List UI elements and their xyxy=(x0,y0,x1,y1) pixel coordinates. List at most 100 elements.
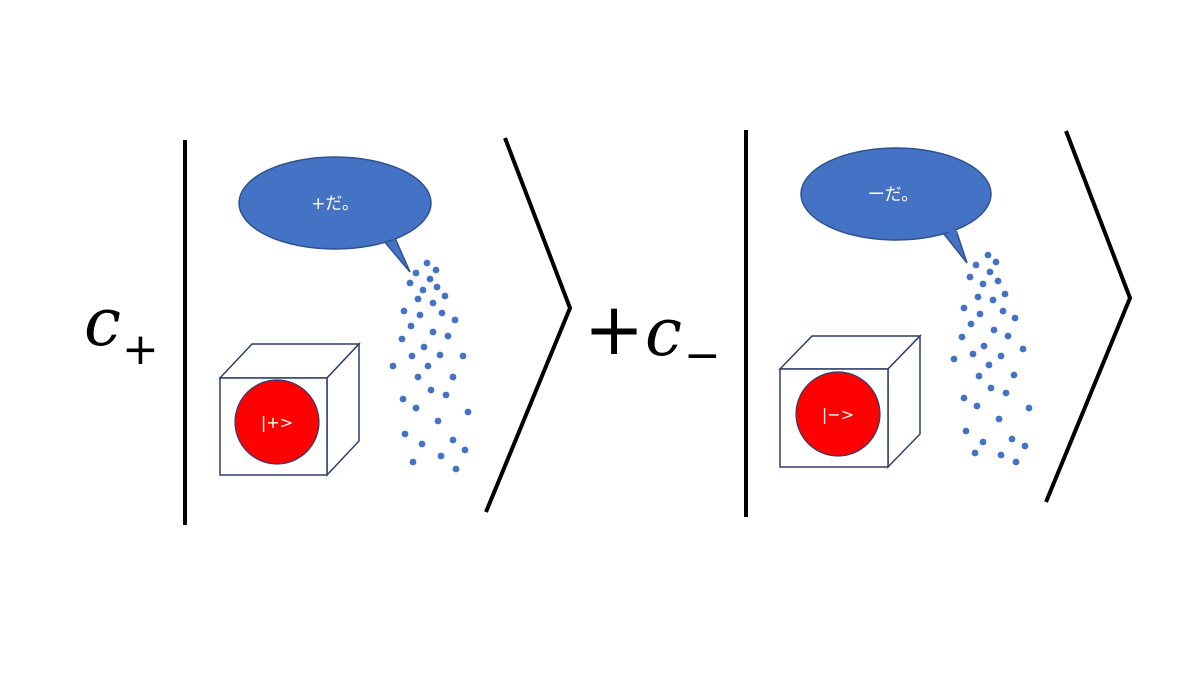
ket-bracket-right-1 xyxy=(484,137,573,513)
particle-dot xyxy=(423,259,431,267)
particle-dot xyxy=(416,311,424,319)
particle-dot xyxy=(427,386,435,394)
particle-dot xyxy=(401,430,409,438)
particle-dot xyxy=(960,394,968,402)
particle-dot xyxy=(994,277,1002,285)
particle-dot xyxy=(979,438,987,446)
particle-dot xyxy=(1008,435,1016,443)
particle-dot xyxy=(960,304,968,312)
ket-bracket-right-2 xyxy=(1044,130,1133,503)
speech-bubble-icon: +だ。 xyxy=(238,156,432,273)
coefficient-c-plus: c xyxy=(84,284,121,361)
particle-dot xyxy=(444,332,452,340)
cube-box-icon: |+> xyxy=(218,342,361,477)
particle-spray-icon xyxy=(389,259,472,473)
particle-dot xyxy=(408,352,416,360)
particle-dot xyxy=(449,373,457,381)
coefficient-c-minus: c xyxy=(645,294,682,371)
speech-bubble-icon: ーだ。 xyxy=(800,147,992,264)
term-plus: c + +だ。 |+> xyxy=(84,137,573,525)
particle-dot xyxy=(1011,314,1019,322)
particle-dot xyxy=(412,269,420,277)
particle-dot xyxy=(1021,442,1029,450)
particle-dot xyxy=(962,427,970,435)
bubble-text-minus: ーだ。 xyxy=(868,185,919,205)
particle-dot xyxy=(1004,332,1012,340)
particle-dot xyxy=(975,372,983,380)
term-minus: c − ーだ。 |−> xyxy=(645,130,1133,517)
particle-dot xyxy=(459,352,467,360)
particle-dot xyxy=(969,350,977,358)
particle-dot xyxy=(950,355,958,363)
particle-dot xyxy=(400,307,408,315)
particle-dot xyxy=(419,286,427,294)
particle-dot xyxy=(406,279,414,287)
particle-dot xyxy=(461,446,469,454)
particle-dot xyxy=(432,266,440,274)
particle-dot xyxy=(412,404,420,412)
particle-dot xyxy=(441,292,449,300)
particle-dot xyxy=(967,320,975,328)
particle-dot xyxy=(464,408,472,416)
particle-dot xyxy=(420,343,428,351)
bubble-text-plus: +だ。 xyxy=(311,194,359,214)
particle-dot xyxy=(436,351,444,359)
particle-dot xyxy=(1019,345,1027,353)
particle-dot xyxy=(398,335,406,343)
particle-dot xyxy=(974,293,982,301)
particle-dot xyxy=(976,310,984,318)
coefficient-subscript-minus: − xyxy=(684,330,721,381)
particle-dot xyxy=(997,451,1005,459)
cube-box-icon: |−> xyxy=(778,334,922,469)
particle-dot xyxy=(449,436,457,444)
particle-dot xyxy=(1001,290,1009,298)
particle-dot xyxy=(451,316,459,324)
particle-dot xyxy=(986,268,994,276)
particle-dot xyxy=(971,449,979,457)
particle-dot xyxy=(979,280,987,288)
particle-dot xyxy=(989,296,997,304)
particle-dot xyxy=(997,352,1005,360)
particle-dot xyxy=(966,273,974,281)
particle-dot xyxy=(433,283,441,291)
particle-dot xyxy=(389,362,397,370)
particle-dot xyxy=(990,326,998,334)
particle-dot xyxy=(409,458,417,466)
particle-dot xyxy=(414,295,422,303)
red-ball xyxy=(795,371,881,457)
particle-dot xyxy=(399,395,407,403)
particle-dot xyxy=(1002,389,1010,397)
particle-dot xyxy=(426,275,434,283)
particle-dot xyxy=(407,322,415,330)
particle-dot xyxy=(999,307,1007,315)
particle-dot xyxy=(429,328,437,336)
ball-label-plus: |+> xyxy=(261,413,293,432)
particle-dot xyxy=(437,452,445,460)
particle-spray-icon xyxy=(950,251,1033,466)
particle-dot xyxy=(438,309,446,317)
particle-dot xyxy=(984,251,992,259)
coefficient-subscript-plus: + xyxy=(122,324,159,375)
particle-dot xyxy=(452,465,460,473)
red-ball xyxy=(234,379,320,465)
particle-dot xyxy=(418,440,426,448)
particle-dot xyxy=(424,362,432,370)
particle-dot xyxy=(1010,371,1018,379)
particle-dot xyxy=(980,342,988,350)
particle-dot xyxy=(429,299,437,307)
particle-dot xyxy=(992,258,1000,266)
ball-label-minus: |−> xyxy=(822,405,854,424)
particle-dot xyxy=(1025,404,1033,412)
particle-dot xyxy=(987,384,995,392)
particle-dot xyxy=(414,373,422,381)
particle-dot xyxy=(958,333,966,341)
particle-dot xyxy=(985,361,993,369)
particle-dot xyxy=(972,261,980,269)
particle-dot xyxy=(434,417,442,425)
plus-operator: + xyxy=(584,287,644,371)
particle-dot xyxy=(973,402,981,410)
particle-dot xyxy=(995,415,1003,423)
particle-dot xyxy=(442,391,450,399)
